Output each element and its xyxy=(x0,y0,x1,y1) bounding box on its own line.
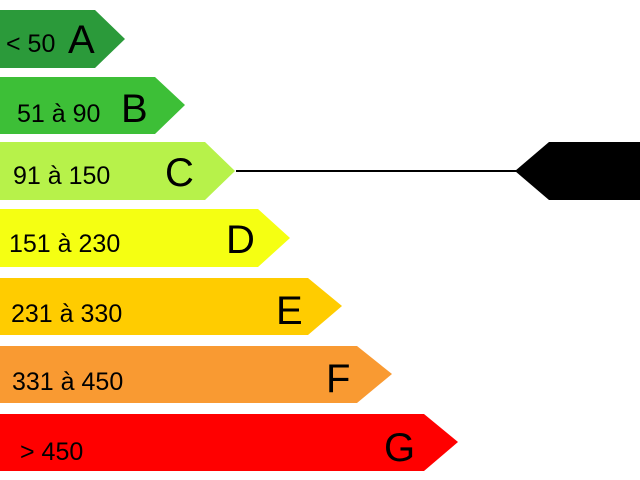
band-d-arrow xyxy=(0,209,290,267)
band-b-letter: B xyxy=(121,87,148,131)
band-d-range: 151 à 230 xyxy=(9,230,120,258)
band-c-letter: C xyxy=(165,151,194,195)
band-f-arrow xyxy=(0,346,392,403)
band-g-range: > 450 xyxy=(20,438,83,466)
band-e-letter: E xyxy=(276,289,303,333)
band-f: 331 à 450 F xyxy=(0,346,392,403)
band-g-letter: G xyxy=(384,426,415,470)
rating-indicator xyxy=(236,142,640,200)
band-e-range: 231 à 330 xyxy=(11,300,122,328)
band-a-letter: A xyxy=(68,18,95,62)
band-c-range: 91 à 150 xyxy=(13,162,110,190)
band-e: 231 à 330 E xyxy=(0,278,342,335)
band-g-arrow xyxy=(0,414,458,471)
band-f-range: 331 à 450 xyxy=(12,368,123,396)
band-f-letter: F xyxy=(326,357,350,401)
band-d-letter: D xyxy=(226,218,255,262)
band-g: > 450 G xyxy=(0,414,458,471)
band-a-arrow xyxy=(0,10,125,68)
rating-indicator-arrow xyxy=(515,142,640,200)
band-d: 151 à 230 D xyxy=(0,209,290,267)
band-a: < 50 A xyxy=(0,10,125,68)
band-b-range: 51 à 90 xyxy=(17,100,100,128)
band-a-range: < 50 xyxy=(6,30,55,58)
band-b: 51 à 90 B xyxy=(0,77,185,134)
band-c: 91 à 150 C xyxy=(0,142,235,200)
band-b-arrow xyxy=(0,77,185,134)
band-c-arrow xyxy=(0,142,235,200)
band-e-arrow xyxy=(0,278,342,335)
